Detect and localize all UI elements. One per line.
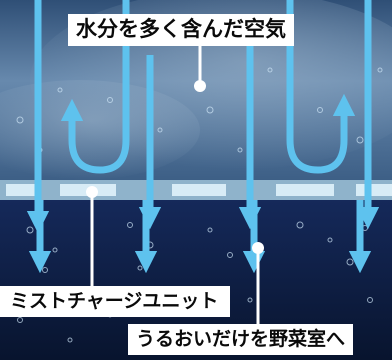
mist-charge-unit bbox=[0, 180, 392, 200]
mist-charge-unit-label: ミストチャージユニット bbox=[0, 286, 231, 317]
unit-slot bbox=[276, 184, 334, 196]
airflow-arrows bbox=[26, 0, 380, 274]
unit-slot bbox=[356, 184, 392, 196]
humid-air-label: 水分を多く含んだ空気 bbox=[68, 14, 294, 46]
vegetable-room-label: うるおいだけを野菜室へ bbox=[128, 324, 354, 355]
u-turn-arrow bbox=[60, 0, 130, 174]
unit-slot bbox=[172, 184, 226, 196]
u-turn-arrow bbox=[286, 0, 356, 174]
pointer-lines bbox=[90, 44, 260, 326]
unit-slot bbox=[6, 184, 40, 196]
pointer-dots bbox=[86, 80, 264, 254]
